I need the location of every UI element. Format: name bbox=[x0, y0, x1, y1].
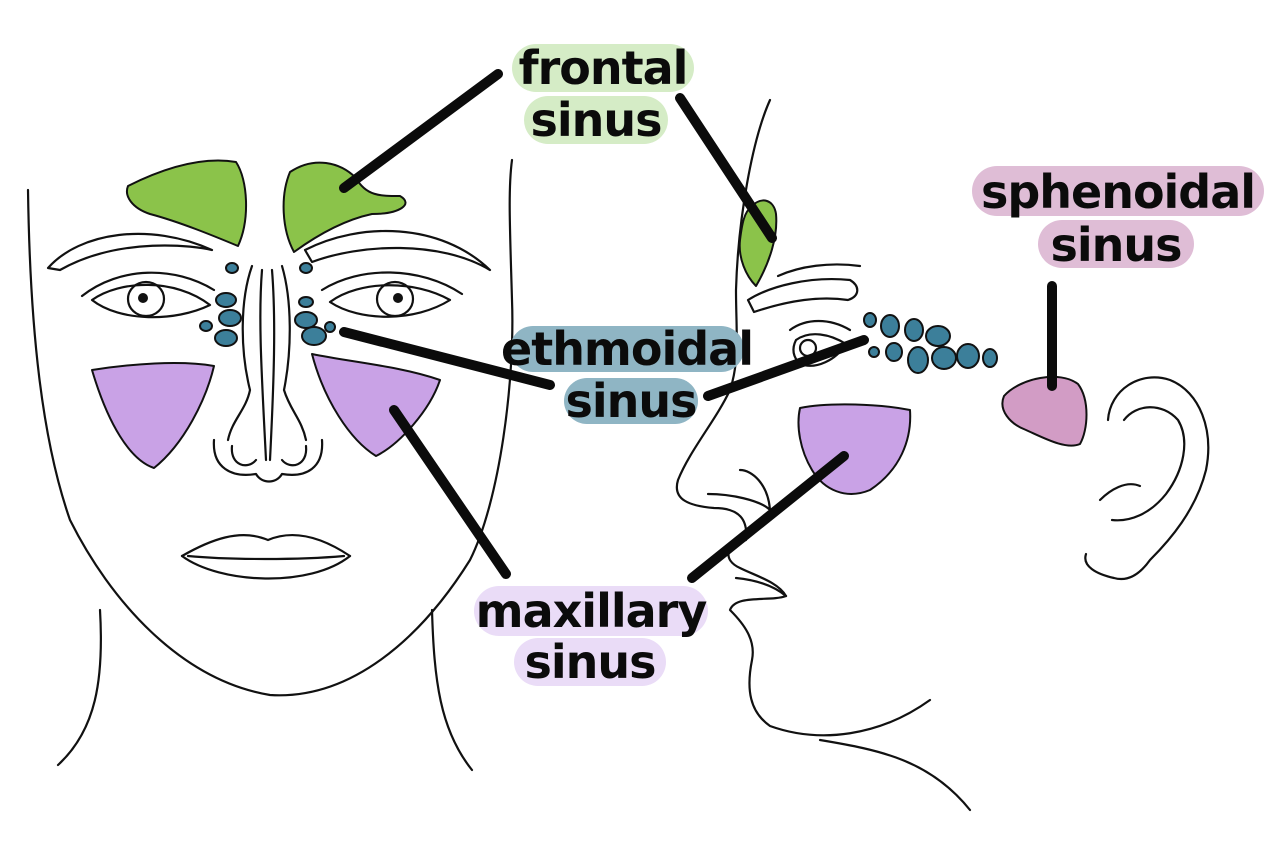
frontal-leader-front bbox=[339, 69, 503, 193]
sphenoidal-label-bg-2 bbox=[1038, 220, 1194, 268]
frontal-label-line1: frontal bbox=[519, 41, 688, 95]
nose-bridge-right bbox=[280, 264, 308, 442]
profile-cheek-line bbox=[776, 263, 862, 278]
sphenoidal-sinus bbox=[1001, 375, 1088, 447]
mouth-upper-lip bbox=[180, 534, 352, 558]
frontal-label-line2: sinus bbox=[530, 93, 661, 147]
frontal-label-bg-2 bbox=[524, 96, 668, 144]
maxillary-label-line1: maxillary bbox=[476, 584, 708, 638]
label-frontal-sinus: frontal sinus bbox=[512, 41, 694, 147]
nose-septum-right bbox=[268, 268, 276, 462]
left-eye bbox=[90, 283, 212, 319]
ethmoidal-leader-side bbox=[703, 335, 869, 401]
nose-base bbox=[212, 438, 324, 483]
ethmoidal-label-bg-1 bbox=[510, 326, 744, 372]
label-sphenoidal-sinus: sphenoidal sinus bbox=[972, 165, 1264, 272]
sphenoidal-label-line2: sinus bbox=[1050, 218, 1181, 272]
maxillary-leader-side bbox=[687, 451, 849, 583]
front-frontal-sinus-left bbox=[126, 159, 247, 247]
right-lid-crease bbox=[320, 271, 464, 296]
front-neck-left bbox=[56, 608, 103, 767]
left-brow bbox=[46, 232, 214, 272]
ethmoidal-label-line1: ethmoidal bbox=[501, 322, 753, 376]
right-eye bbox=[328, 284, 452, 318]
mouth-lower-lip bbox=[180, 554, 352, 580]
side-ethmoidal-cells bbox=[863, 312, 998, 374]
nose-septum-left bbox=[259, 268, 268, 462]
profile-eye bbox=[792, 333, 848, 367]
ear-inner bbox=[1110, 406, 1186, 522]
label-maxillary-sinus: maxillary sinus bbox=[474, 584, 708, 689]
profile-brow bbox=[746, 278, 859, 314]
mouth-line bbox=[186, 554, 346, 561]
frontal-label-bg-1 bbox=[512, 44, 694, 92]
maxillary-label-bg-1 bbox=[474, 586, 708, 636]
profile-lip-line bbox=[734, 576, 788, 598]
left-nostril bbox=[230, 444, 258, 467]
ethmoidal-label-bg-2 bbox=[564, 378, 698, 424]
sphenoidal-label-bg-1 bbox=[972, 166, 1264, 216]
right-nostril bbox=[280, 444, 308, 467]
left-eye-pupil bbox=[138, 293, 148, 303]
ethmoidal-label-line2: sinus bbox=[565, 374, 696, 428]
front-face-outline bbox=[26, 158, 514, 697]
maxillary-leader-front bbox=[389, 405, 511, 579]
right-eye-iris bbox=[375, 280, 415, 318]
maxillary-label-line2: sinus bbox=[524, 635, 655, 689]
sphenoidal-label-line1: sphenoidal bbox=[981, 165, 1255, 219]
profile-nostril bbox=[706, 468, 772, 512]
front-frontal-sinus-right bbox=[282, 161, 407, 253]
front-neck-right bbox=[430, 608, 474, 772]
front-face bbox=[26, 158, 514, 772]
right-brow bbox=[303, 230, 492, 272]
ear-outline bbox=[1084, 376, 1210, 581]
left-lid-crease bbox=[80, 271, 216, 298]
profile-neck bbox=[818, 738, 972, 812]
front-maxillary-sinus-left bbox=[91, 362, 215, 469]
nose-bridge-left bbox=[226, 264, 254, 442]
profile-eye-upper bbox=[788, 320, 852, 332]
right-eye-pupil bbox=[393, 293, 403, 303]
label-ethmoidal-sinus: ethmoidal sinus bbox=[501, 322, 754, 428]
frontal-leader-side bbox=[675, 93, 777, 243]
leader-lines bbox=[339, 69, 1057, 583]
ear-inner-fold bbox=[1098, 483, 1142, 502]
front-ethmoidal-cells bbox=[199, 262, 336, 347]
ethmoidal-leader-front bbox=[339, 327, 555, 390]
maxillary-label-bg-2 bbox=[514, 638, 666, 686]
left-eye-iris bbox=[126, 280, 166, 318]
